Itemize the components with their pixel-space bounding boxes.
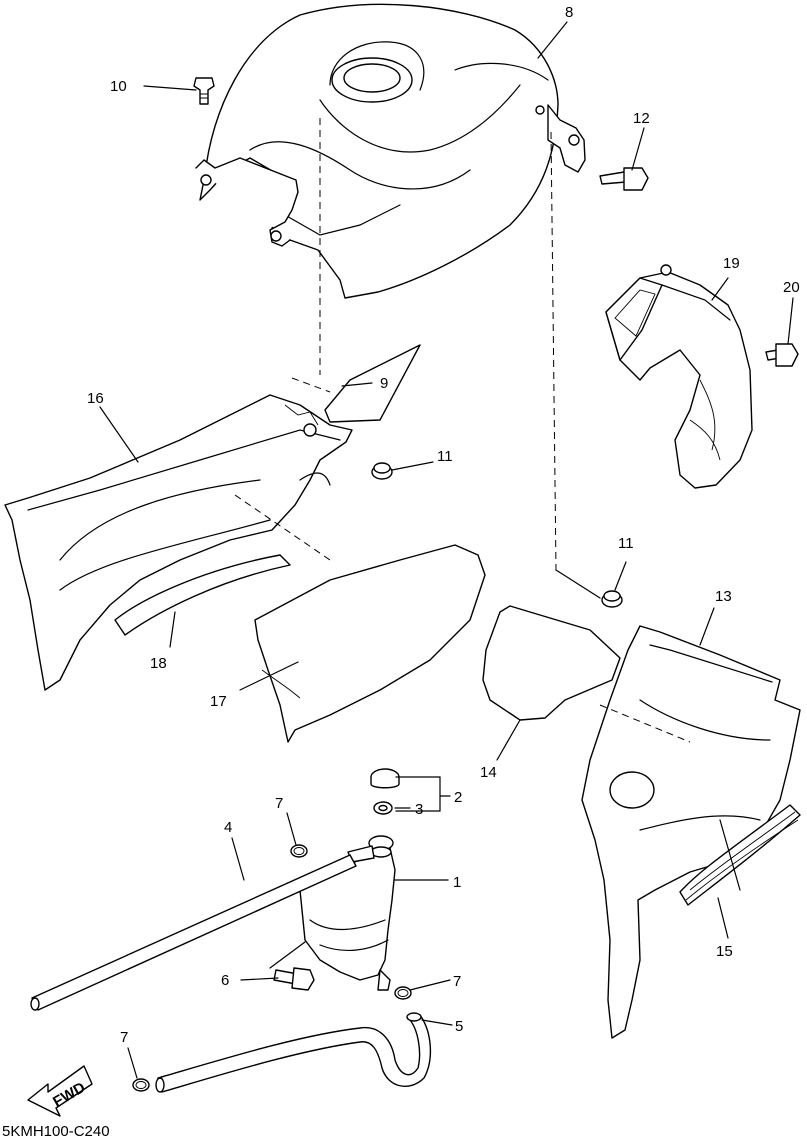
air-duct-19 (605, 264, 753, 489)
callout-4: 4 (224, 819, 232, 836)
callout-10: 10 (110, 78, 127, 95)
callout-7-c: 7 (120, 1029, 128, 1046)
callout-7-b: 7 (453, 973, 461, 990)
callout-7-a: 7 (275, 795, 283, 812)
callout-16: 16 (87, 390, 104, 407)
side-cover-13 (581, 625, 801, 1039)
callout-9: 9 (380, 375, 388, 392)
grommet-11-lower (555, 569, 623, 608)
callout-6: 6 (221, 972, 229, 989)
callout-3: 3 (415, 801, 423, 818)
grommet-11-upper (371, 462, 393, 480)
leader-lines (99, 21, 794, 1079)
callout-12: 12 (633, 110, 650, 127)
forward-arrow: FWD (27, 1065, 93, 1117)
pad-17 (254, 544, 486, 743)
clamp-7-a (290, 844, 308, 858)
pad-14 (482, 605, 621, 721)
callout-labels: 1 2 3 4 5 6 7 7 7 8 9 10 11 11 12 13 14 … (87, 4, 800, 1046)
callout-19: 19 (723, 255, 740, 272)
pad-9 (324, 344, 421, 423)
callout-20: 20 (783, 279, 800, 296)
tank-cover (195, 3, 586, 571)
callout-11-b: 11 (618, 535, 634, 552)
callout-18: 18 (150, 655, 167, 672)
clamp-7-c (132, 1078, 150, 1092)
clamp-7-b (394, 986, 412, 1000)
callout-13: 13 (715, 588, 732, 605)
hose-5 (155, 1012, 432, 1093)
callout-11-a: 11 (437, 448, 453, 465)
callout-17: 17 (210, 693, 227, 710)
screw-10 (193, 77, 215, 105)
washer-3 (373, 801, 393, 815)
callout-14: 14 (480, 764, 497, 781)
diagram-code: 5KMH100-C240 (2, 1123, 110, 1139)
callout-1: 1 (453, 874, 461, 891)
callout-5: 5 (455, 1018, 463, 1035)
callout-15: 15 (716, 943, 733, 960)
callout-8: 8 (565, 4, 573, 21)
bolt-6 (273, 967, 315, 991)
side-cover-16 (4, 394, 353, 691)
bolt-12 (599, 167, 649, 191)
hose-4 (30, 854, 357, 1011)
cap-2 (370, 768, 400, 789)
bolt-20 (765, 343, 799, 367)
callout-2: 2 (454, 789, 462, 806)
